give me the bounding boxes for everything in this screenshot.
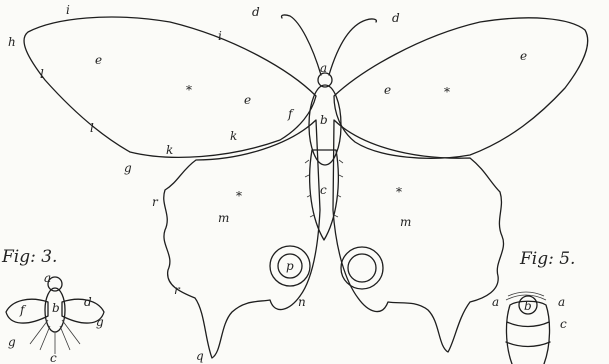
label-e-right-1: e (384, 83, 391, 97)
label-fig5-b: b (524, 299, 532, 313)
label-e-left-2: e (244, 93, 251, 107)
label-q: q (196, 349, 204, 363)
label-fig3-b: b (52, 301, 60, 315)
right-eyespot-outer (341, 247, 383, 289)
label-g-main: g (124, 161, 132, 175)
right-eyespot-inner (348, 254, 376, 282)
label-fig3-f: f (19, 303, 27, 317)
label-fig3-a: a (44, 271, 51, 285)
label-c-main: c (320, 183, 327, 197)
label-r-1: r (152, 195, 159, 209)
fig5-title: Fig: 5. (519, 249, 575, 269)
label-k-1: k (166, 143, 173, 157)
label-l-1: l (40, 67, 44, 81)
label-fig5-a-right: a (558, 295, 565, 309)
label-star-left-forewing: * (186, 83, 192, 97)
label-n: n (298, 295, 306, 309)
fig3-legs (30, 320, 80, 354)
label-fig3-g: g (96, 315, 104, 329)
label-r-2: r (174, 283, 181, 297)
label-fig5-a-left: a (492, 295, 499, 309)
label-fig3-g2: g (8, 335, 16, 349)
label-m-right: m (400, 215, 411, 229)
label-a-main: a (320, 61, 327, 75)
label-p: p (286, 259, 294, 273)
label-fig3-c: c (50, 351, 57, 364)
butterfly-figure (24, 15, 588, 358)
label-k-2: k (230, 129, 237, 143)
left-antenna (281, 15, 321, 75)
label-star-left-hindwing: * (236, 189, 242, 203)
label-star-right-forewing: * (444, 85, 450, 99)
label-i-1: i (66, 3, 70, 17)
label-d-left: d (252, 5, 260, 19)
right-hindwing (333, 120, 504, 352)
left-forewing (24, 17, 316, 157)
label-m-left: m (218, 211, 229, 225)
right-forewing (334, 18, 588, 158)
label-f: f (287, 107, 295, 121)
fig3-left-wing (6, 299, 48, 323)
label-i-2: i (218, 29, 222, 43)
label-fig5-c: c (560, 317, 567, 331)
label-fig3-d: d (84, 295, 92, 309)
label-l-2: l (90, 121, 94, 135)
label-d-right: d (392, 11, 400, 25)
label-e-right-2: e (520, 49, 527, 63)
label-h: h (8, 35, 16, 49)
left-hindwing (164, 120, 320, 358)
label-b-main: b (320, 113, 328, 127)
label-star-right-hindwing: * (396, 185, 402, 199)
label-e-left-1: e (95, 53, 102, 67)
fig3-title: Fig: 3. (1, 247, 57, 267)
right-antenna (329, 19, 376, 75)
